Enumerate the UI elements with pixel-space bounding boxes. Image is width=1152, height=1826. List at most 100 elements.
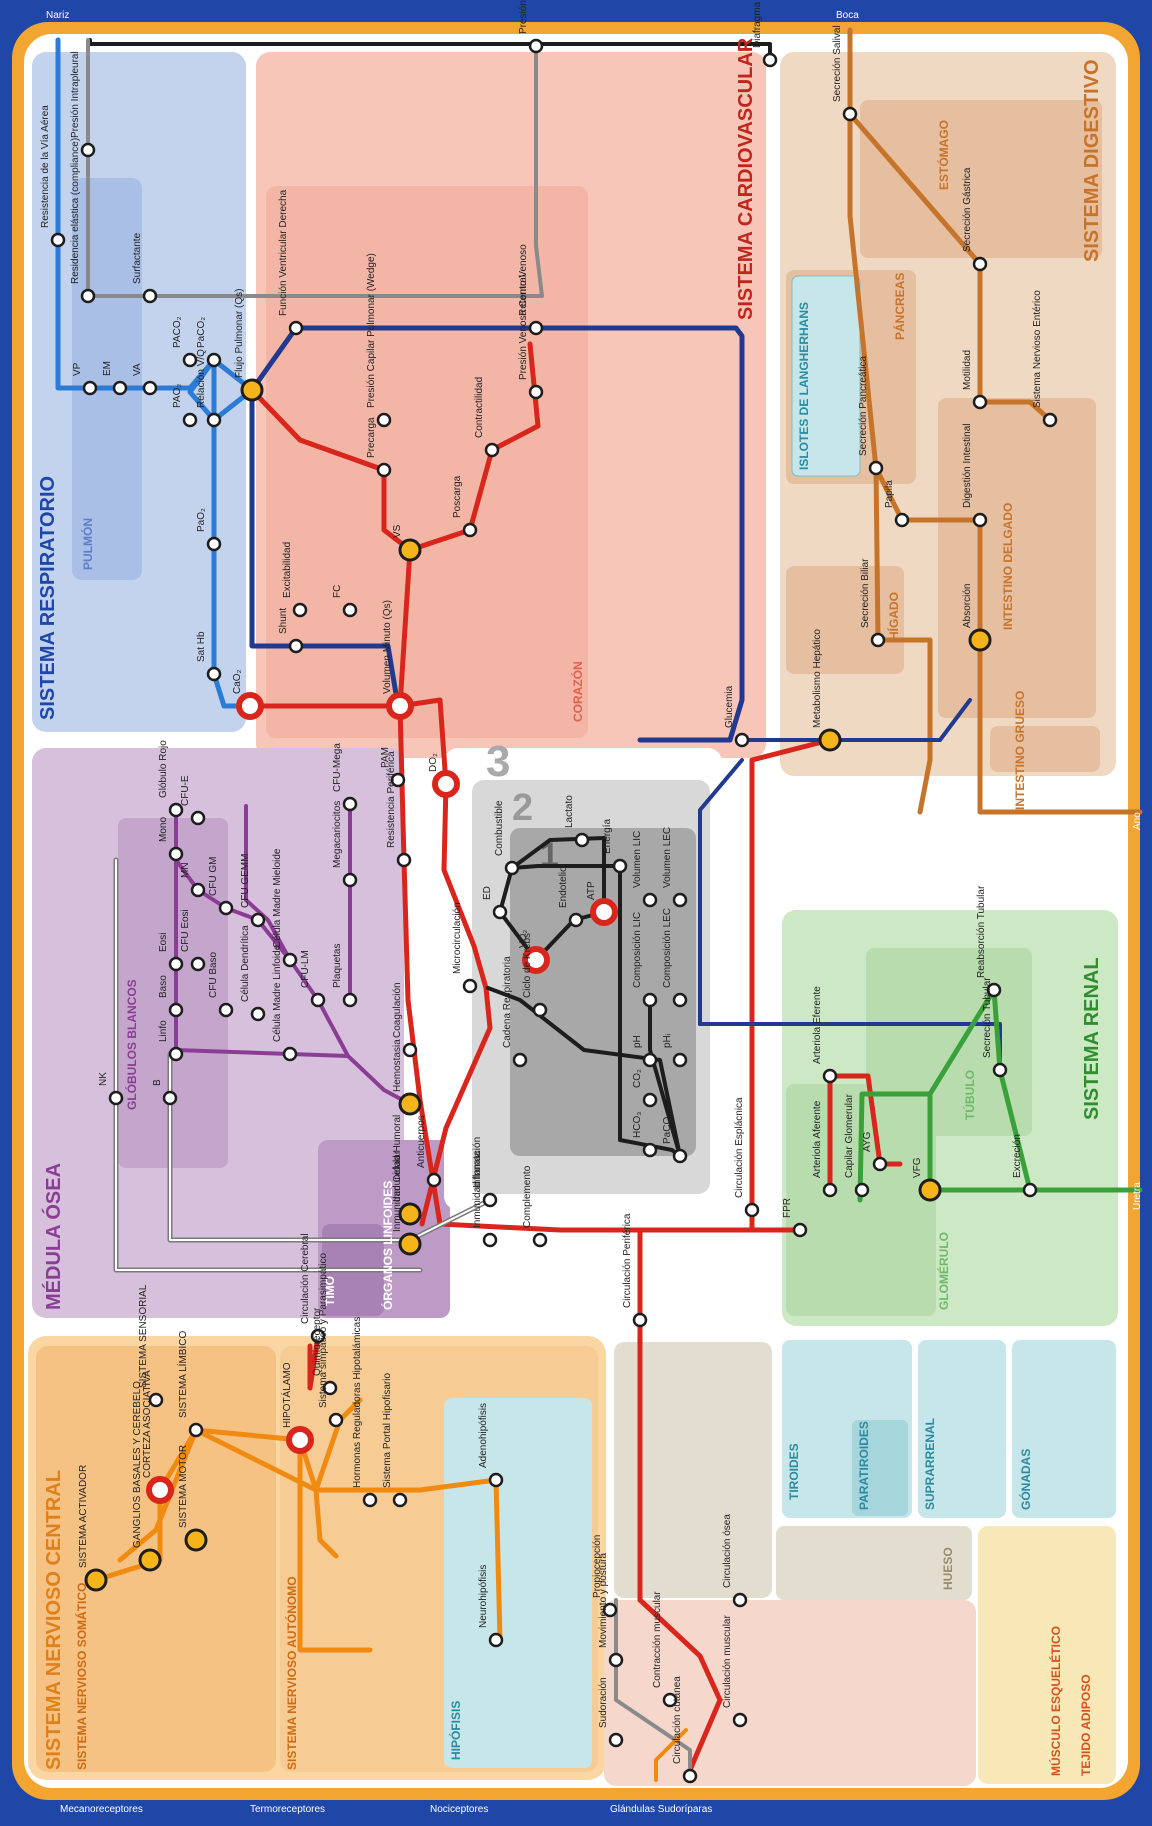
- station-cell-7[interactable]: [532, 1002, 548, 1018]
- station-cell-5[interactable]: [492, 904, 508, 920]
- station-cell-14[interactable]: [642, 992, 658, 1008]
- station-resp-12[interactable]: [206, 666, 222, 682]
- station-renal-3[interactable]: [872, 1156, 888, 1172]
- station-marrow-6[interactable]: [218, 900, 234, 916]
- station-neuro-17[interactable]: [732, 1712, 748, 1728]
- station-marrow-26[interactable]: [398, 1232, 422, 1256]
- station-cardio-6[interactable]: [462, 522, 478, 538]
- station-renal-5[interactable]: [792, 1222, 808, 1238]
- station-neuro-2[interactable]: [148, 1392, 164, 1408]
- station-cardio-20[interactable]: [744, 1202, 760, 1218]
- station-marrow-27[interactable]: [532, 1232, 548, 1248]
- station-marrow-14[interactable]: [282, 1046, 298, 1062]
- station-marrow-12[interactable]: [282, 952, 298, 968]
- station-cardio-10[interactable]: [292, 602, 308, 618]
- station-cell-15[interactable]: [672, 992, 688, 1008]
- station-marrow-20[interactable]: [402, 1042, 418, 1058]
- station-renal-2[interactable]: [854, 1182, 870, 1198]
- station-neuro-8[interactable]: [328, 1412, 344, 1428]
- station-digest-7[interactable]: [968, 628, 992, 652]
- station-neuro-11[interactable]: [488, 1472, 504, 1488]
- station-cardio-23[interactable]: [734, 732, 750, 748]
- station-marrow-5[interactable]: [190, 882, 206, 898]
- station-digest-1[interactable]: [972, 256, 988, 272]
- station-cardio-8[interactable]: [528, 320, 544, 336]
- station-resp-1[interactable]: [80, 142, 96, 158]
- station-cardio-21[interactable]: [632, 1312, 648, 1328]
- station-marrow-19[interactable]: [342, 992, 358, 1008]
- station-cell-1[interactable]: [574, 832, 590, 848]
- station-cardio-4[interactable]: [376, 412, 392, 428]
- station-cardio-17[interactable]: [390, 772, 406, 788]
- station-digest-8[interactable]: [870, 632, 886, 648]
- station-cell-17[interactable]: [672, 892, 688, 908]
- station-neuro-10[interactable]: [392, 1492, 408, 1508]
- station-cardio-5[interactable]: [376, 462, 392, 478]
- station-marrow-17[interactable]: [108, 1090, 124, 1106]
- station-resp-10[interactable]: [206, 412, 222, 428]
- station-renal-0[interactable]: [822, 1068, 838, 1084]
- station-neuro-5[interactable]: [184, 1528, 208, 1552]
- station-marrow-11[interactable]: [250, 912, 266, 928]
- station-neuro-0[interactable]: [84, 1568, 108, 1592]
- station-resp-4[interactable]: [82, 380, 98, 396]
- station-neuro-15[interactable]: [662, 1692, 678, 1708]
- station-resp-8[interactable]: [206, 352, 222, 368]
- station-resp-6[interactable]: [142, 380, 158, 396]
- station-marrow-8[interactable]: [218, 1002, 234, 1018]
- station-marrow-7[interactable]: [190, 956, 206, 972]
- station-marrow-4[interactable]: [168, 846, 184, 862]
- station-cardio-18[interactable]: [396, 852, 412, 868]
- station-cardio-11[interactable]: [342, 602, 358, 618]
- station-cardio-13[interactable]: [288, 638, 304, 654]
- station-neuro-7[interactable]: [322, 1380, 338, 1396]
- station-neuro-3[interactable]: [188, 1422, 204, 1438]
- station-digest-5[interactable]: [972, 512, 988, 528]
- station-marrow-1[interactable]: [190, 810, 206, 826]
- station-digest-2[interactable]: [972, 394, 988, 410]
- station-cell-8[interactable]: [512, 1052, 528, 1068]
- station-resp-7[interactable]: [182, 352, 198, 368]
- station-neuro-1[interactable]: [146, 1476, 174, 1504]
- station-neuro-12[interactable]: [488, 1632, 504, 1648]
- station-cardio-2[interactable]: [288, 320, 304, 336]
- station-digest-9[interactable]: [818, 728, 842, 752]
- station-cell-9[interactable]: [642, 1092, 658, 1108]
- station-neuro-13[interactable]: [602, 1602, 618, 1618]
- station-renal-6[interactable]: [986, 982, 1002, 998]
- station-resp-0[interactable]: [50, 232, 66, 248]
- station-digest-6[interactable]: [1042, 412, 1058, 428]
- station-cell-13[interactable]: [672, 1148, 688, 1164]
- station-neuro-14[interactable]: [608, 1652, 624, 1668]
- station-marrow-18[interactable]: [162, 1090, 178, 1106]
- station-resp-2[interactable]: [80, 288, 96, 304]
- station-marrow-23[interactable]: [482, 1232, 498, 1248]
- station-cardio-1[interactable]: [762, 52, 778, 68]
- station-marrow-9[interactable]: [168, 956, 184, 972]
- station-neuro-6[interactable]: [286, 1426, 314, 1454]
- station-renal-7[interactable]: [992, 1062, 1008, 1078]
- station-cell-2[interactable]: [612, 858, 628, 874]
- station-cardio-9[interactable]: [528, 384, 544, 400]
- station-resp-11[interactable]: [206, 536, 222, 552]
- station-cardio-14[interactable]: [236, 692, 264, 720]
- station-renal-4[interactable]: [918, 1178, 942, 1202]
- station-digest-0[interactable]: [842, 106, 858, 122]
- station-marrow-16[interactable]: [168, 1046, 184, 1062]
- station-marrow-3[interactable]: [342, 872, 358, 888]
- station-marrow-15[interactable]: [250, 1006, 266, 1022]
- station-resp-9[interactable]: [182, 412, 198, 428]
- station-marrow-24[interactable]: [398, 1202, 422, 1226]
- station-marrow-10[interactable]: [168, 1002, 184, 1018]
- station-neuro-16[interactable]: [732, 1592, 748, 1608]
- station-cardio-12[interactable]: [398, 538, 422, 562]
- station-cardio-3[interactable]: [240, 378, 264, 402]
- station-marrow-0[interactable]: [168, 802, 184, 818]
- station-cardio-0[interactable]: [528, 38, 544, 54]
- station-digest-4[interactable]: [894, 512, 910, 528]
- station-cardio-15[interactable]: [386, 692, 414, 720]
- station-cell-3[interactable]: [590, 898, 618, 926]
- station-cardio-7[interactable]: [484, 442, 500, 458]
- station-cardio-16[interactable]: [432, 770, 460, 798]
- station-cell-10[interactable]: [642, 1052, 658, 1068]
